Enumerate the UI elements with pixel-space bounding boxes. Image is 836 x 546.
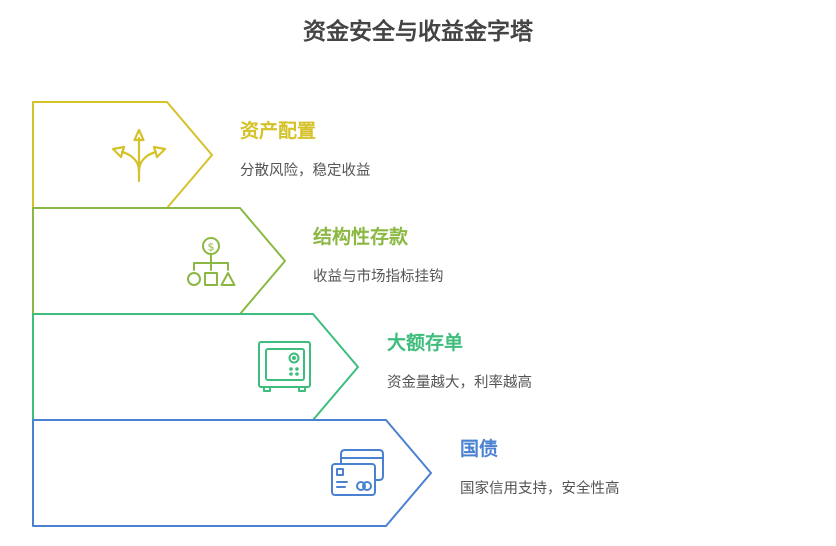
level-1-shape xyxy=(32,101,213,209)
level-1-title: 资产配置 xyxy=(240,120,317,142)
level-2-shape xyxy=(32,207,286,315)
level-4-title: 国债 xyxy=(460,438,499,460)
level-4-shape xyxy=(32,419,432,527)
level-1-desc: 分散风险，稳定收益 xyxy=(240,163,371,179)
level-4-desc: 国家信用支持，安全性高 xyxy=(460,481,620,497)
level-3-title: 大额存单 xyxy=(387,332,464,354)
dollar-hierarchy-icon: $ xyxy=(187,237,236,286)
level-2-title: 结构性存款 xyxy=(313,226,409,248)
diverging-arrows-icon xyxy=(111,128,167,183)
level-3-shape xyxy=(32,313,359,421)
svg-text:$: $ xyxy=(208,241,215,254)
credit-cards-icon xyxy=(331,449,384,496)
diagram-title: 资金安全与收益金字塔 xyxy=(303,19,533,45)
level-2-desc: 收益与市场指标挂钩 xyxy=(313,269,444,285)
level-3-desc: 资金量越大，利率越高 xyxy=(387,375,532,391)
safe-icon xyxy=(258,341,311,392)
